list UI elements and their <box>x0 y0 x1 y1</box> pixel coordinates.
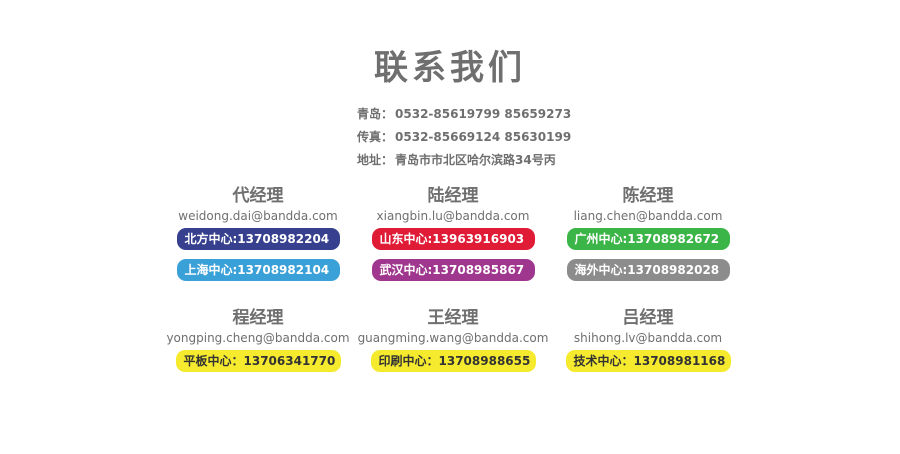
qingdao-phone-line: 青岛：0532-85619799 85659273 <box>357 105 571 122</box>
manager-name: 程经理 <box>232 308 284 328</box>
manager-email[interactable]: yongping.cheng@bandda.com <box>166 331 350 345</box>
phone-badge-guangzhou[interactable]: 广州中心:13708982672 <box>566 228 730 250</box>
phone-badge-overseas[interactable]: 海外中心:13708982028 <box>566 259 730 281</box>
manager-name: 王经理 <box>427 308 479 328</box>
manager-card-chen: 陈经理 liang.chen@bandda.com 广州中心:137089826… <box>538 186 758 290</box>
address-label: 地址： <box>357 153 394 167</box>
phone-badge-shanghai[interactable]: 上海中心:13708982104 <box>176 259 340 281</box>
phone-badge-tablet[interactable]: 平板中心：13706341770 <box>175 350 341 372</box>
fax-label: 传真： <box>357 130 394 144</box>
phone-badge-north[interactable]: 北方中心:13708982204 <box>176 228 340 250</box>
manager-email[interactable]: liang.chen@bandda.com <box>573 209 723 223</box>
page-title: 联系我们 <box>374 48 526 88</box>
phone-badge-wuhan[interactable]: 武汉中心:13708985867 <box>371 259 535 281</box>
manager-card-wang: 王经理 guangming.wang@bandda.com 印刷中心：13708… <box>343 308 563 381</box>
qingdao-phone: 0532-85619799 85659273 <box>395 107 572 121</box>
manager-email[interactable]: guangming.wang@bandda.com <box>357 331 549 345</box>
manager-email[interactable]: xiangbin.lu@bandda.com <box>376 209 530 223</box>
manager-card-lv: 吕经理 shihong.lv@bandda.com 技术中心：137089811… <box>538 308 758 381</box>
fax-line: 传真：0532-85669124 85630199 <box>357 128 571 145</box>
manager-name: 陆经理 <box>427 186 479 206</box>
manager-email[interactable]: weidong.dai@bandda.com <box>178 209 338 223</box>
manager-card-lu: 陆经理 xiangbin.lu@bandda.com 山东中心:13963916… <box>343 186 563 290</box>
qingdao-label: 青岛： <box>357 107 394 121</box>
phone-badge-shandong[interactable]: 山东中心:13963916903 <box>371 228 535 250</box>
manager-name: 吕经理 <box>622 308 674 328</box>
manager-name: 陈经理 <box>622 186 674 206</box>
manager-card-cheng: 程经理 yongping.cheng@bandda.com 平板中心：13706… <box>148 308 368 381</box>
address-line: 地址：青岛市市北区哈尔滨路34号丙 <box>357 151 556 168</box>
manager-card-dai: 代经理 weidong.dai@bandda.com 北方中心:13708982… <box>148 186 368 290</box>
phone-badge-printing[interactable]: 印刷中心：13708988655 <box>370 350 536 372</box>
manager-name: 代经理 <box>232 186 284 206</box>
fax-number: 0532-85669124 85630199 <box>395 130 572 144</box>
address-text: 青岛市市北区哈尔滨路34号丙 <box>395 153 556 167</box>
manager-email[interactable]: shihong.lv@bandda.com <box>573 331 723 345</box>
phone-badge-tech[interactable]: 技术中心：13708981168 <box>565 350 731 372</box>
